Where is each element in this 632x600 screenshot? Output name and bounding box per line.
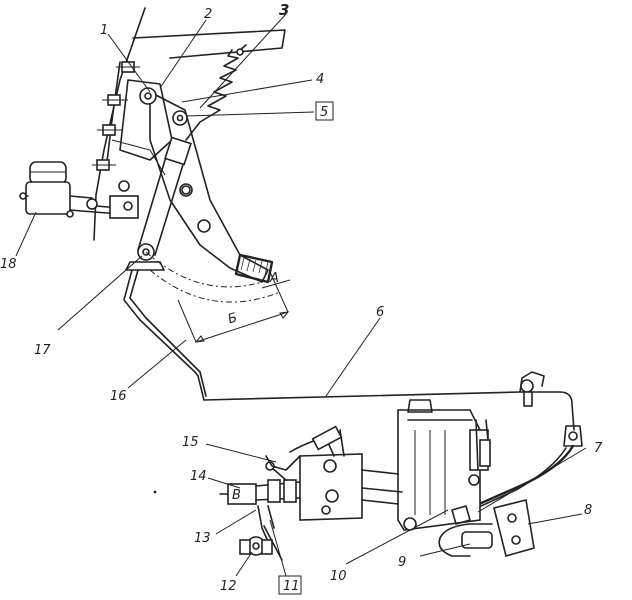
callout-7: 7: [594, 441, 603, 456]
callout-1: 1: [100, 23, 108, 38]
callout-12: 12: [220, 579, 237, 594]
callout-11: 11: [283, 579, 300, 594]
callout-13: 13: [194, 531, 211, 546]
callout-5: 5: [320, 105, 328, 120]
callout-10: 10: [330, 569, 347, 584]
callout-17: 17: [34, 343, 51, 358]
hydraulic-pipeline: [197, 371, 583, 447]
callout-11-box: [278, 575, 302, 595]
dimension-b: Б: [226, 310, 239, 327]
pedal-return-spring: [185, 44, 247, 141]
callout-5-box: [315, 101, 334, 121]
pushrod-and-cylinder-bracket: [123, 136, 201, 377]
callout-14: 14: [190, 469, 207, 484]
callout-labels: 1 2 3 4 5 6 7 8 9 10 11 12 13 14 15 16 1…: [0, 1, 603, 595]
clutch-pedal-lever: [139, 87, 274, 284]
dimension-a-label: А: [269, 271, 279, 286]
callout-4: 4: [316, 72, 324, 87]
callout-15: 15: [182, 435, 199, 450]
callout-8: 8: [584, 503, 592, 518]
callout-6: 6: [376, 305, 384, 320]
callout-16: 16: [110, 389, 127, 404]
dimension-a: А: [269, 271, 279, 286]
pedal-bracket: [92, 7, 286, 241]
dimension-b-label: Б: [226, 310, 239, 327]
callout-2: 2: [204, 7, 212, 22]
stray-dot: [153, 490, 157, 494]
master-cylinder-reservoir: [19, 161, 139, 219]
dimension-v-label: В: [232, 488, 241, 503]
callout-18: 18: [0, 257, 17, 272]
shift-rod: [219, 455, 301, 505]
pedal-arc-travel: [145, 251, 291, 343]
release-fork-lever: [239, 505, 283, 561]
pneumatic-booster-body: [397, 399, 491, 531]
callout-9: 9: [398, 555, 406, 570]
air-valve-block: [438, 499, 535, 557]
release-actuator-cylinder: [289, 425, 403, 521]
callout-3: 3: [279, 1, 289, 19]
leader-lines: [15, 13, 587, 577]
dimension-v: В: [232, 488, 241, 503]
